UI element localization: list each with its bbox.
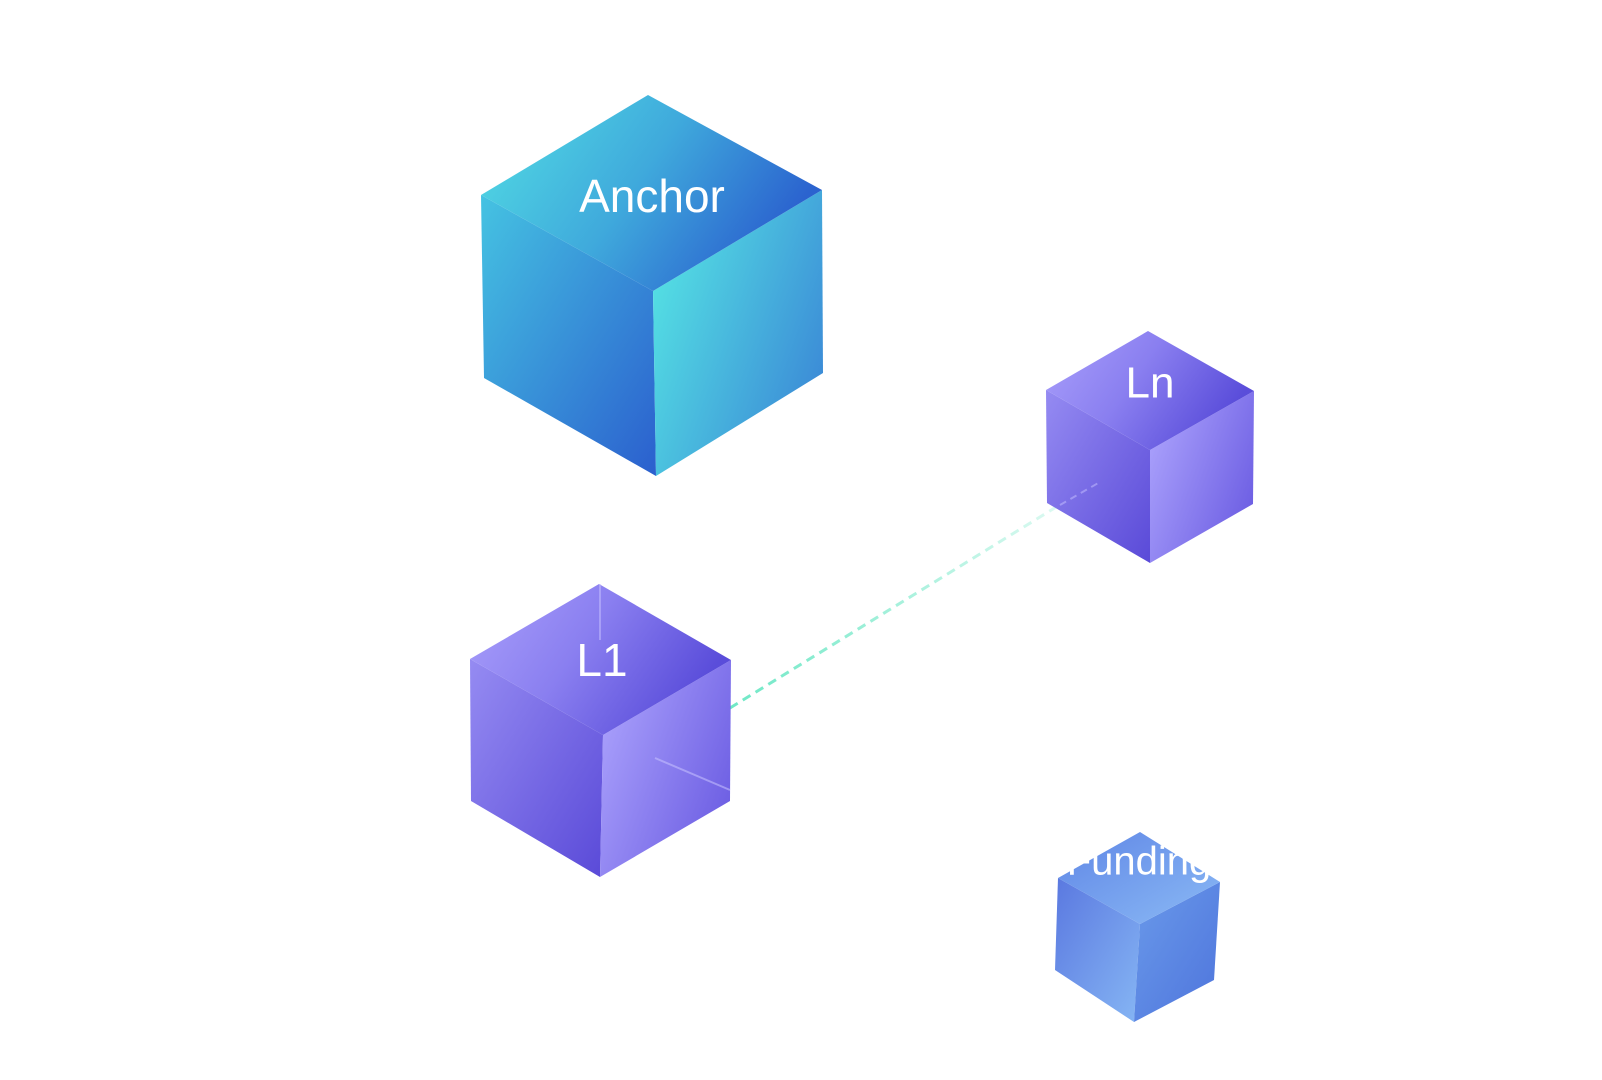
ln-label: Ln bbox=[1126, 359, 1175, 408]
l1-cube: L1 bbox=[470, 584, 731, 877]
l1-inner-edge bbox=[654, 757, 731, 791]
anchor-label: Anchor bbox=[579, 170, 725, 222]
l1-label: L1 bbox=[576, 634, 627, 686]
funding-cube: Funding bbox=[1055, 832, 1220, 1022]
edge-l1-ln bbox=[729, 478, 1101, 710]
anchor-cube: Anchor bbox=[481, 95, 823, 476]
ln-inner-edge bbox=[1059, 481, 1101, 506]
funding-label: Funding bbox=[1067, 840, 1212, 884]
ln-cube: Ln bbox=[1046, 331, 1254, 563]
